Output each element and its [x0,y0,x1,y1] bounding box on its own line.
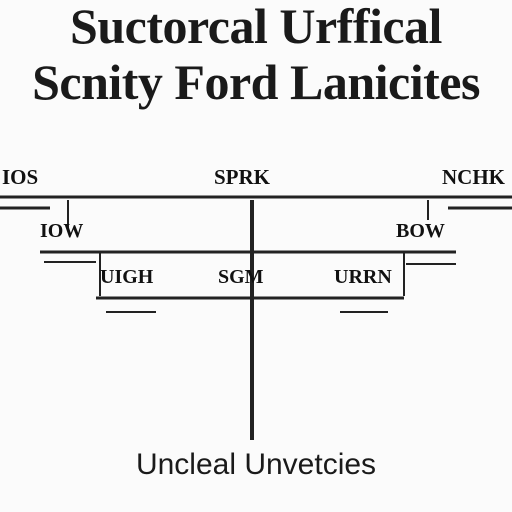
title-line-1: Suctorcal Urffical [70,0,442,54]
node-low-left: UIGH [100,266,154,288]
node-mid-right: BOW [396,220,445,242]
footer-caption: Uncleal Unvetcies [135,448,377,481]
node-low-center: SGM [218,266,264,288]
node-top-right: NCHK [442,165,505,189]
node-mid-left: IOW [40,220,84,242]
node-low-right: URRN [334,266,392,288]
node-top-left: IOS [2,165,39,189]
title-line-2: Scnity Ford Lanicites [32,54,480,110]
node-top-center: SPRK [214,165,271,189]
